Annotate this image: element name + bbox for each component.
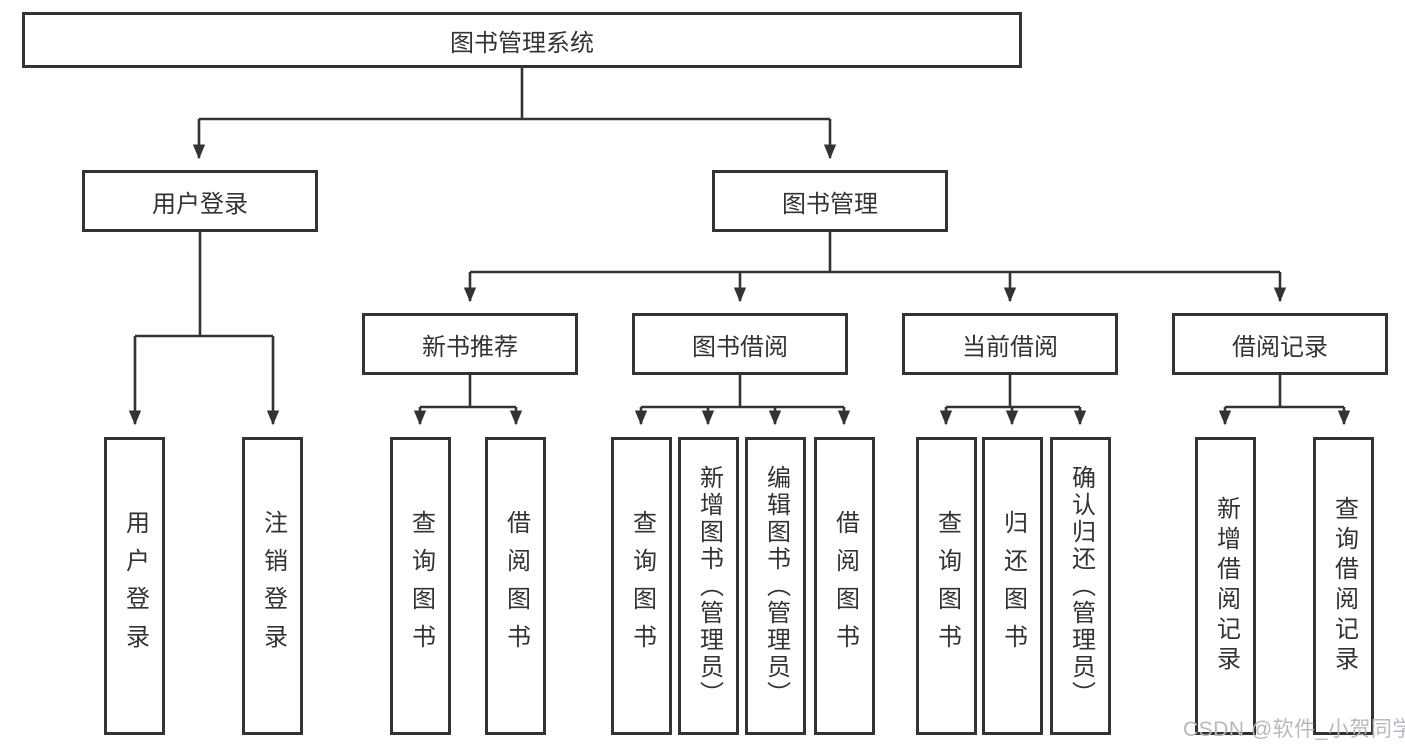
leaf-logout-label: 注销登录 — [259, 510, 287, 662]
leaf-query-books-current: 查询图书 — [916, 437, 977, 735]
leaf-user-login-label: 用户登录 — [121, 510, 149, 662]
node-user-login: 用户登录 — [82, 170, 318, 232]
leaf-edit-book-admin-label: 编辑图书（管理员） — [762, 464, 790, 708]
leaf-logout: 注销登录 — [242, 437, 303, 735]
node-library-management-system: 图书管理系统 — [22, 12, 1022, 68]
leaf-confirm-return-admin-label: 确认归还（管理员） — [1067, 464, 1095, 708]
node-book-management: 图书管理 — [712, 170, 948, 232]
leaf-add-book-admin: 新增图书（管理员） — [678, 437, 739, 735]
leaf-return-book: 归还图书 — [982, 437, 1043, 735]
leaf-borrow-books-borrowing-label: 借阅图书 — [831, 510, 859, 662]
leaf-query-books-recommendation-label: 查询图书 — [407, 510, 435, 662]
leaf-query-books-current-label: 查询图书 — [933, 510, 961, 662]
leaf-query-borrow-record-label: 查询借阅记录 — [1330, 496, 1358, 676]
node-borrowing-records: 借阅记录 — [1172, 313, 1388, 375]
leaf-add-borrow-record: 新增借阅记录 — [1195, 437, 1256, 735]
leaf-return-book-label: 归还图书 — [999, 510, 1027, 662]
node-current-borrowing: 当前借阅 — [902, 313, 1118, 375]
leaf-borrow-books-recommendation-label: 借阅图书 — [502, 510, 530, 662]
csdn-watermark: CSDN @软件_小贺同学 — [1183, 718, 1405, 741]
leaf-add-borrow-record-label: 新增借阅记录 — [1212, 496, 1240, 676]
node-new-book-recommendation: 新书推荐 — [362, 313, 578, 375]
node-book-borrowing: 图书借阅 — [632, 313, 848, 375]
leaf-confirm-return-admin: 确认归还（管理员） — [1050, 437, 1111, 735]
leaf-query-books-borrowing: 查询图书 — [611, 437, 672, 735]
leaf-add-book-admin-label: 新增图书（管理员） — [695, 464, 723, 708]
leaf-query-books-borrowing-label: 查询图书 — [628, 510, 656, 662]
leaf-borrow-books-borrowing: 借阅图书 — [814, 437, 875, 735]
leaf-query-books-recommendation: 查询图书 — [390, 437, 451, 735]
leaf-query-borrow-record: 查询借阅记录 — [1313, 437, 1374, 735]
leaf-borrow-books-recommendation: 借阅图书 — [485, 437, 546, 735]
leaf-user-login: 用户登录 — [104, 437, 165, 735]
leaf-edit-book-admin: 编辑图书（管理员） — [745, 437, 806, 735]
